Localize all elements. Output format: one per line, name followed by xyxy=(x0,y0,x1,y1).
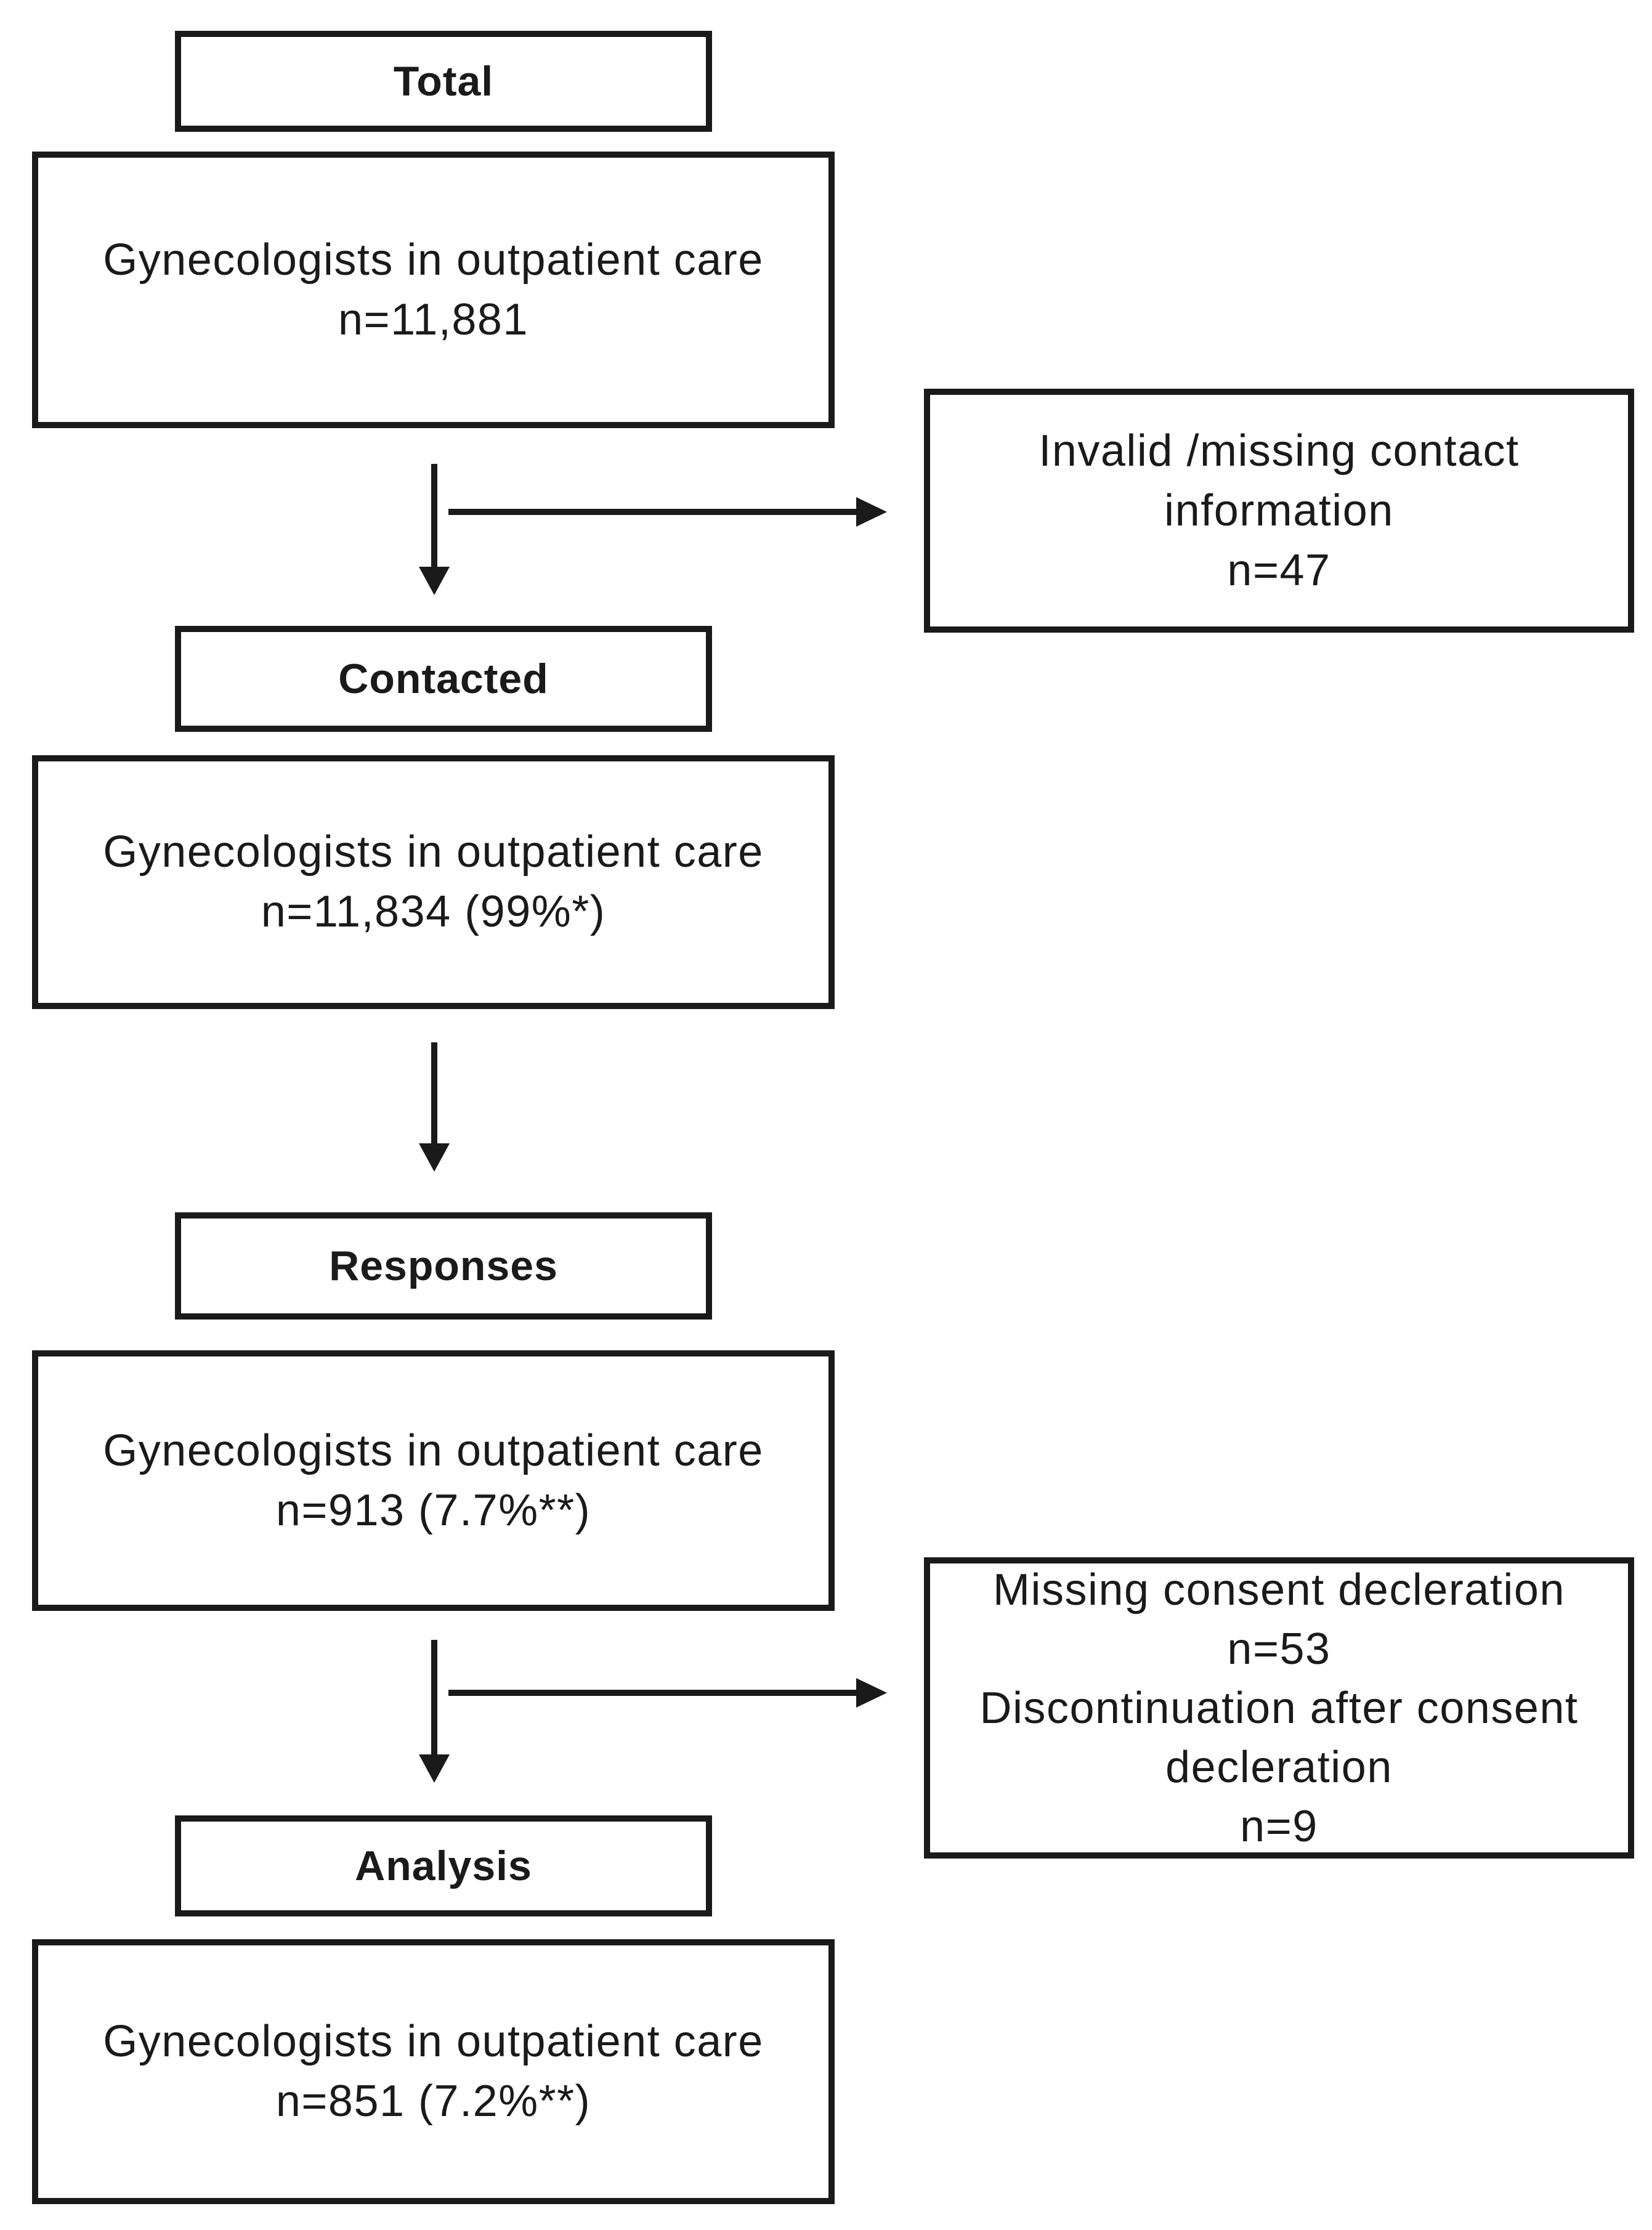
exclusion-consent-line-5: n=9 xyxy=(1240,1801,1318,1851)
stage-header-analysis-label: Analysis xyxy=(355,1842,532,1889)
arrow-line xyxy=(448,509,856,515)
stage-box-contacted-line-1: Gynecologists in outpatient care xyxy=(103,827,764,877)
stage-box-total: Gynecologists in outpatient care n=11,88… xyxy=(32,152,835,428)
exclusion-consent-line-3: Discontinuation after consent xyxy=(979,1683,1579,1733)
stage-box-total-line-1: Gynecologists in outpatient care xyxy=(103,235,764,285)
exclusion-invalid-line-2: information xyxy=(1164,485,1394,535)
exclusion-box-missing-consent: Missing consent decleration n=53 Discont… xyxy=(924,1557,1634,1859)
stage-box-contacted-line-2: n=11,834 (99%*) xyxy=(261,887,606,936)
exclusion-consent-line-2: n=53 xyxy=(1227,1624,1331,1674)
arrowhead-down-icon xyxy=(419,1143,450,1172)
exclusion-invalid-line-3: n=47 xyxy=(1227,545,1331,595)
stage-header-contacted-label: Contacted xyxy=(338,655,549,702)
stage-box-analysis-line-1: Gynecologists in outpatient care xyxy=(103,2017,764,2066)
exclusion-consent-line-4: decleration xyxy=(1165,1742,1393,1792)
arrow-line xyxy=(431,1042,437,1143)
stage-header-total: Total xyxy=(175,31,712,132)
arrow-line xyxy=(448,1690,856,1696)
arrowhead-right-icon xyxy=(856,1678,887,1708)
exclusion-consent-line-1: Missing consent decleration xyxy=(993,1565,1565,1615)
exclusion-box-invalid-contact: Invalid /missing contact information n=4… xyxy=(924,389,1634,633)
arrow-line xyxy=(431,1640,437,1754)
arrowhead-down-icon xyxy=(419,567,450,595)
stage-box-contacted: Gynecologists in outpatient care n=11,83… xyxy=(32,755,835,1009)
stage-box-responses-line-1: Gynecologists in outpatient care xyxy=(103,1425,764,1475)
arrowhead-right-icon xyxy=(856,497,887,527)
arrow-line xyxy=(431,464,437,567)
stage-box-total-line-2: n=11,881 xyxy=(338,294,528,344)
stage-box-analysis: Gynecologists in outpatient care n=851 (… xyxy=(32,1939,835,2204)
stage-header-analysis: Analysis xyxy=(175,1815,712,1916)
exclusion-invalid-line-1: Invalid /missing contact xyxy=(1039,426,1520,476)
stage-box-responses-line-2: n=913 (7.7%**) xyxy=(275,1485,591,1535)
stage-box-analysis-line-2: n=851 (7.2%**) xyxy=(275,2077,591,2126)
stage-header-responses: Responses xyxy=(175,1212,712,1320)
stage-header-responses-label: Responses xyxy=(329,1242,558,1289)
stage-header-contacted: Contacted xyxy=(175,626,712,732)
stage-box-responses: Gynecologists in outpatient care n=913 (… xyxy=(32,1350,835,1611)
stage-header-total-label: Total xyxy=(393,57,494,105)
arrowhead-down-icon xyxy=(419,1754,450,1783)
